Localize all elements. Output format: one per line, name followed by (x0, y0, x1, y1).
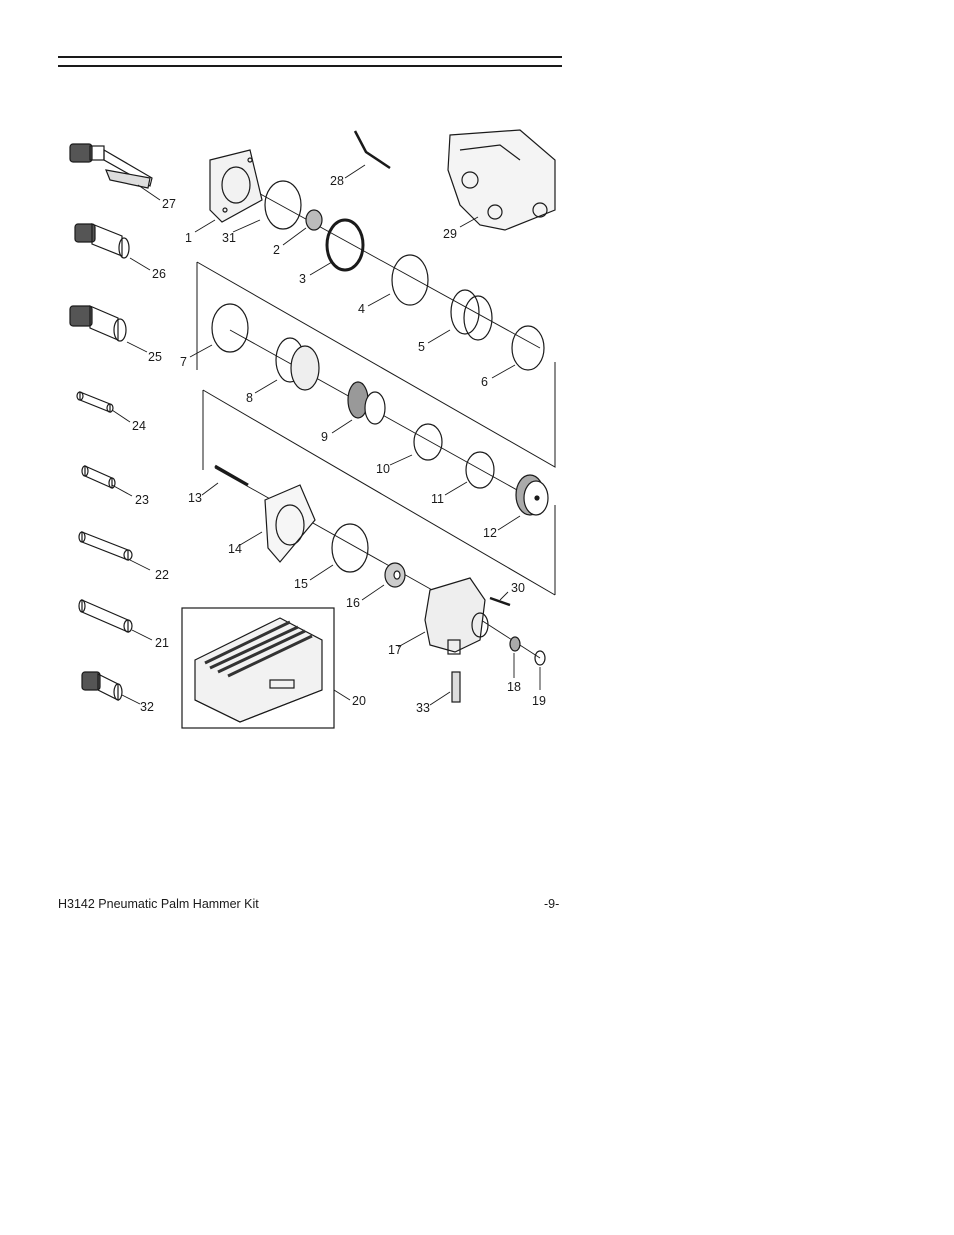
label-part-13: 13 (188, 491, 202, 505)
label-part-23: 23 (135, 493, 149, 507)
page-number: -9- (544, 897, 560, 911)
part-14-gasket-icon (264, 484, 316, 563)
part-15-o-ring-icon (331, 523, 369, 573)
part-33-fitting-icon (451, 671, 461, 703)
part-26-tool-icon (74, 223, 130, 259)
part-17-handle-body-icon (424, 577, 489, 655)
part-labels: 27 26 25 24 23 22 21 32 1 31 2 3 28 29 4… (132, 174, 546, 715)
part-27-chisel-icon (69, 143, 153, 189)
label-part-30: 30 (511, 581, 525, 595)
label-part-12: 12 (483, 526, 497, 540)
part-23-tool-icon (81, 465, 116, 489)
label-part-16: 16 (346, 596, 360, 610)
part-21-tool-icon (78, 599, 133, 633)
part-32-tool-icon (81, 671, 123, 701)
part-7-o-ring-icon (211, 303, 249, 353)
part-8-piston-icon (275, 337, 320, 391)
part-18-nut-icon (509, 636, 521, 652)
label-part-7: 7 (180, 355, 187, 369)
label-part-33: 33 (416, 701, 430, 715)
part-11-o-ring-icon (465, 451, 495, 489)
part-4-o-ring-icon (391, 254, 429, 306)
part-9-threaded-body-icon (347, 381, 386, 425)
label-part-31: 31 (222, 231, 236, 245)
label-part-19: 19 (532, 694, 546, 708)
label-part-1: 1 (185, 231, 192, 245)
part-12-knob-icon (515, 474, 549, 516)
part-2-valve-icon (305, 209, 323, 231)
label-part-32: 32 (140, 700, 154, 714)
part-31-o-ring-icon (264, 180, 302, 230)
part-1-housing-cap-icon (209, 149, 263, 223)
label-part-25: 25 (148, 350, 162, 364)
part-19-ring-icon (534, 650, 546, 666)
label-part-2: 2 (273, 243, 280, 257)
part-25-tool-icon (69, 305, 127, 342)
part-16-washer-icon (384, 562, 406, 588)
label-part-28: 28 (330, 174, 344, 188)
part-30-screw-icon (489, 596, 511, 607)
header-rule-bottom (58, 65, 562, 67)
part-24-tool-icon (76, 391, 114, 413)
part-29-boot-icon (447, 129, 556, 231)
footer-title: H3142 Pneumatic Palm Hammer Kit (58, 897, 259, 911)
label-part-8: 8 (246, 391, 253, 405)
leader-lines (111, 164, 541, 706)
part-22-tool-icon (78, 531, 133, 561)
part-5-cylinder-icon (450, 289, 493, 341)
label-part-22: 22 (155, 568, 169, 582)
label-part-4: 4 (358, 302, 365, 316)
part-10-o-ring-icon (413, 423, 443, 461)
label-part-10: 10 (376, 462, 390, 476)
label-part-15: 15 (294, 577, 308, 591)
part-6-o-ring-icon (511, 325, 545, 371)
label-part-9: 9 (321, 430, 328, 444)
label-part-27: 27 (162, 197, 176, 211)
label-part-24: 24 (132, 419, 146, 433)
label-part-14: 14 (228, 542, 242, 556)
part-13-pin-icon (214, 464, 249, 487)
label-part-17: 17 (388, 643, 402, 657)
label-part-20: 20 (352, 694, 366, 708)
label-part-6: 6 (481, 375, 488, 389)
label-part-5: 5 (418, 340, 425, 354)
part-28-hex-key-icon (353, 130, 391, 170)
assembly-outline (196, 261, 556, 596)
part-20-carrying-case-icon (181, 607, 335, 729)
label-part-11: 11 (431, 492, 444, 506)
label-part-18: 18 (507, 680, 521, 694)
part-3-seal-icon (325, 218, 365, 272)
label-part-3: 3 (299, 272, 306, 286)
label-part-26: 26 (152, 267, 166, 281)
label-part-29: 29 (443, 227, 457, 241)
label-part-21: 21 (155, 636, 169, 650)
header-rule-top (58, 56, 562, 58)
